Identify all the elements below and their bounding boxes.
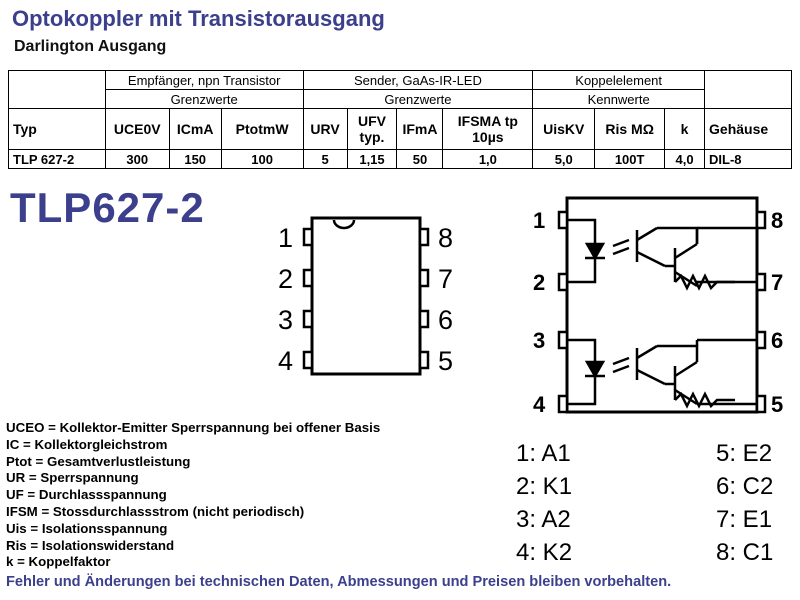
- pin-lead: [418, 350, 430, 370]
- group-header-sender: Sender, GaAs-IR-LED: [302, 70, 534, 90]
- schematic-pin-number: 6: [771, 328, 783, 353]
- pin-number: 6: [438, 305, 453, 335]
- schematic-pin-number: 4: [533, 392, 546, 417]
- package-pinout-diagram: 1 2 3 4 8 7 6 5: [278, 216, 453, 376]
- package-body: [310, 216, 422, 376]
- col-header-ptot: PtotmW: [220, 108, 304, 150]
- pin-assignment: 4: K2: [516, 539, 573, 566]
- col-header-ur: URV: [302, 108, 348, 150]
- pin-assignment: 1: A1: [516, 440, 571, 467]
- cell-k: 4,0: [664, 149, 706, 169]
- legend-item: Ptot = Gesamtverlustleistung: [6, 453, 191, 469]
- legend-item: k = Koppelfaktor: [6, 554, 111, 570]
- legend-item: UCEO = Kollektor-Emitter Sperrspannung b…: [6, 420, 381, 435]
- pin-number: 2: [278, 264, 293, 294]
- pin-assignment: 2: K1: [516, 473, 573, 500]
- table-corner-cell: [8, 70, 106, 109]
- cell-typ: TLP 627-2: [8, 149, 106, 169]
- pin-assignment: 3: A2: [516, 506, 571, 533]
- col-header-if: IFmA: [396, 108, 444, 150]
- pin-lead: [302, 309, 314, 329]
- group-subheader-coupling: Kennwerte: [532, 89, 706, 109]
- led-diode-icon: [584, 360, 606, 379]
- col-header-ifsm: IFSMA tp 10µs: [442, 108, 534, 150]
- schematic-pin-number: 2: [533, 270, 545, 295]
- schematic-outline: [565, 196, 759, 414]
- pin-number: 7: [438, 264, 453, 294]
- legend-item: UR = Sperrspannung: [6, 470, 139, 486]
- cell-gehaeuse: DIL-8: [704, 149, 792, 169]
- col-header-ic: ICmA: [168, 108, 222, 150]
- page-title: Optokoppler mit Transistorausgang: [12, 6, 385, 31]
- resistor-icon: [674, 273, 735, 291]
- pin-lead: [302, 268, 314, 288]
- col-header-typ: Typ: [8, 108, 106, 150]
- group-header-coupling: Koppelelement: [532, 70, 706, 90]
- led-wire: [567, 338, 597, 406]
- pin-lead: [418, 268, 430, 288]
- table-row: TLP 627-2 300 150 100 5 1,15 50 1,0 5,0 …: [8, 149, 792, 169]
- group-subheader-sender: Grenzwerte: [302, 89, 534, 109]
- cell-ptot: 100: [220, 149, 304, 169]
- cell-uis: 5,0: [532, 149, 596, 169]
- internal-schematic-diagram: 1 2 3 4 8 7 6 5: [533, 196, 783, 417]
- legend-item: Uis = Isolationsspannung: [6, 520, 168, 536]
- col-header-ris: Ris MΩ: [594, 108, 666, 150]
- pin1-notch: [332, 219, 356, 230]
- table-corner-cell-right: [704, 70, 792, 109]
- pin-number: 1: [278, 223, 293, 253]
- schematic-pin-number: 1: [533, 208, 545, 233]
- pin-number: 5: [438, 346, 453, 376]
- schematic-pin-number: 5: [771, 392, 783, 417]
- pin-assignment: 8: C1: [716, 539, 774, 566]
- legend-item: UF = Durchlassspannung: [6, 487, 167, 503]
- cell-ifsm: 1,0: [442, 149, 534, 169]
- legend-item: IFSM = Stossdurchlassstrom (nicht period…: [6, 503, 305, 519]
- col-header-uf: UFV typ.: [346, 108, 398, 150]
- cell-ur: 5: [302, 149, 348, 169]
- legend-item: Ris = Isolationswiderstand: [6, 537, 175, 553]
- part-number-heading: TLP627-2: [10, 184, 205, 231]
- cell-uce0: 300: [104, 149, 170, 169]
- schematic-pin-number: 7: [771, 270, 783, 295]
- col-header-gehaeuse: Gehäuse: [704, 108, 792, 150]
- pin-assignment: 7: E1: [716, 506, 773, 533]
- led-diode-icon: [584, 242, 606, 261]
- cell-uf: 1,15: [346, 149, 398, 169]
- col-header-uis: UisKV: [532, 108, 596, 150]
- cell-if: 50: [396, 149, 444, 169]
- pin-assignment-list: 1: A1 2: K1 3: A2 4: K2 5: E2 6: C2 7: E…: [516, 440, 796, 570]
- schematic-pin-number: 3: [533, 328, 545, 353]
- group-subheader-receiver: Grenzwerte: [104, 89, 304, 109]
- schematic-pin-number: 8: [771, 208, 783, 233]
- resistor-icon: [674, 391, 735, 409]
- pin-assignment: 6: C2: [716, 473, 774, 500]
- disclaimer-footer: Fehler und Änderungen bei technischen Da…: [6, 574, 672, 590]
- pin-lead: [418, 309, 430, 329]
- pin-lead: [302, 350, 314, 370]
- group-header-receiver: Empfänger, npn Transistor: [104, 70, 304, 90]
- col-header-k: k: [664, 108, 706, 150]
- pin-assignment: 5: E2: [716, 440, 773, 467]
- pin-lead: [302, 227, 314, 247]
- spec-table: Empfänger, npn Transistor Sender, GaAs-I…: [8, 70, 792, 169]
- pin-lead: [418, 227, 430, 247]
- col-header-uce0: UCE0V: [104, 108, 170, 150]
- pin-number: 4: [278, 346, 293, 376]
- pin-number: 3: [278, 305, 293, 335]
- legend-item: IC = Kollektorgleichstrom: [6, 436, 168, 452]
- cell-ic: 150: [168, 149, 222, 169]
- page-subtitle: Darlington Ausgang: [14, 38, 167, 55]
- abbreviation-legend: UCEO = Kollektor-Emitter Sperrspannung b…: [6, 420, 380, 571]
- cell-ris: 100T: [594, 149, 666, 169]
- pin-number: 8: [438, 223, 453, 253]
